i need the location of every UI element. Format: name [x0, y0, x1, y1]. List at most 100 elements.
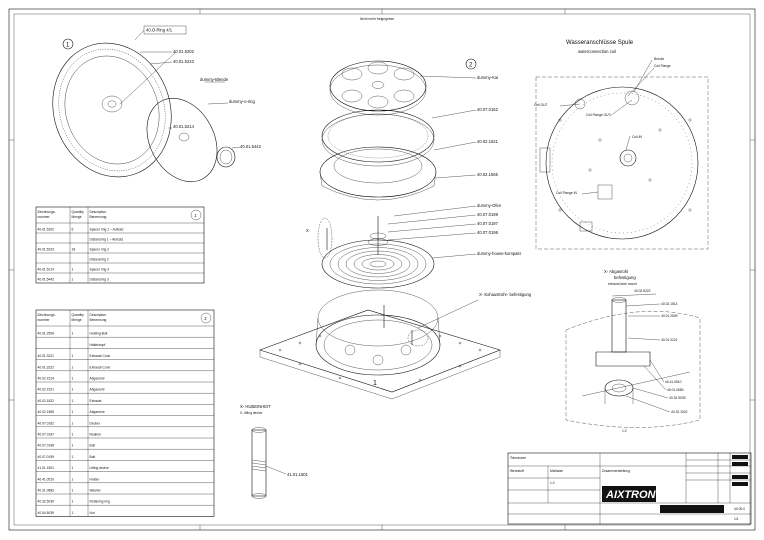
table2-row-2-cell-1: 1 [72, 354, 74, 358]
top-ring [321, 109, 435, 163]
lifting-title: X- HUBEINHEIT [240, 404, 271, 409]
table1-row-4-cell-1: 1 [72, 268, 74, 272]
table1-header-1: Quantity [72, 210, 85, 214]
table2-badge: 2 [204, 316, 207, 321]
detail-x-title-2: befestigung [614, 275, 636, 280]
view-1: 1 40.O-Ring 4/1 40.01.5202 40.01.5223 du… [52, 25, 262, 182]
table2-row-9-cell-1: 1 [72, 433, 74, 437]
table2-row-16-cell-2: Nut [90, 511, 95, 515]
parts-table-1: Zeichnungs-nummerQuantityMengeDescriptio… [35, 206, 205, 284]
table2-row-8-cell-1: 1 [72, 421, 74, 425]
detail-x-view: X- Abgasrohr befestigung exhaust tube mo… [565, 269, 701, 433]
v2-label-7: 40.07.0197 [477, 221, 499, 226]
table2-header-1: Menge [72, 318, 82, 322]
detail-x-label-6: 40.01.0683 [667, 388, 684, 392]
water-label-coil-flange-out: Coil Flange OUT [586, 113, 611, 117]
table1-row-0-cell-0: 40.01.5202 [38, 228, 55, 232]
v2-label-9: dummy-house-kompakt [477, 251, 522, 256]
small-ring [216, 146, 236, 168]
lifting-subtitle: X- lifting device [240, 411, 263, 415]
view-1-badge-circle [62, 38, 74, 50]
base-assembly [259, 289, 501, 400]
table1-badge: 1 [194, 213, 197, 218]
view-1-badge: 1 [66, 43, 70, 49]
table2-row-5-cell-0: 40.02.1521 [38, 388, 55, 392]
table2-row-0-cell-2: Holding-Bolt [90, 332, 108, 336]
tb-scale-label: Maßstab [550, 469, 563, 473]
table2-row-15-cell-1: 1 [72, 500, 74, 504]
lifter-ring-inner [64, 55, 160, 165]
parts-table-2: Zeichnungs-nummerQuantityMengeDescriptio… [35, 309, 215, 517]
detail-x-label-8: 40.32.1522 [671, 410, 688, 414]
table2-row-12-cell-1: 1 [72, 466, 74, 470]
table2-row-2-cell-2: Exhaust-Conn [90, 354, 111, 358]
table2-header-0: nummer [38, 318, 51, 322]
table2-row-5-cell-2: Abgasrohr [90, 388, 106, 392]
v2-label-2: 40.07.0162 [477, 107, 499, 112]
v1-label-3: dummy-Blende [200, 77, 229, 82]
table1-row-2-cell-1: 18 [72, 248, 76, 252]
view-2-badge-circle [465, 58, 477, 70]
table2-row-4-cell-0: 40.02.1514 [38, 377, 55, 381]
view-1-leaders [140, 51, 241, 149]
table2-row-2-cell-0: 40.01.3221 [38, 354, 55, 358]
detail-x-scale: 1:2 [622, 429, 627, 433]
table2-row-0-cell-1: 1 [72, 332, 74, 336]
wafer-pockets [341, 61, 415, 109]
table2-row-7-cell-1: 1 [72, 410, 74, 414]
table1-frame [35, 206, 205, 284]
ring-hub [101, 95, 123, 113]
table2-row-5-cell-1: 1 [72, 388, 74, 392]
table1-header-2: Description [90, 210, 107, 214]
table2-row-12-cell-0: 41.01.1501 [38, 466, 55, 470]
company-logo-box [602, 486, 656, 502]
table1-header-0: nummer [38, 215, 51, 219]
table2-row-15-cell-2: Retaining ring [90, 500, 111, 504]
table1-row-5-cell-2: Distanzring 3 [90, 278, 109, 282]
table2-header-0: Zeichnungs- [38, 313, 56, 317]
table1-row-5-cell-1: 1 [72, 278, 74, 282]
table2-header-2: Description [90, 313, 107, 317]
dummy-blende-disc [146, 98, 218, 182]
table2-row-6-cell-0: 40.02.1522 [38, 399, 55, 403]
view-2: 2 X [259, 58, 532, 400]
table2-row-4-cell-2: Abgasrohr [90, 377, 106, 381]
exhaust-label: X- Exhaustrohr- befestigung [479, 292, 532, 297]
table1-row-3-cell-2: Distanzring 2 [90, 258, 109, 262]
v1-label-2: 40.01.5223 [173, 59, 195, 64]
table2-row-4-cell-1: 1 [72, 377, 74, 381]
liner [319, 146, 437, 198]
table2-header-2: Benennung [90, 318, 107, 322]
table1-row-0-cell-1: 6 [72, 228, 74, 232]
tb-doc: Zusammenstellung [602, 469, 630, 473]
table2-row-14-cell-2: Washer [90, 489, 102, 493]
exhaust-tube [611, 299, 627, 353]
v1-label-5: 40.01.5214 [173, 124, 195, 129]
view-2-badge: 2 [469, 63, 473, 69]
tb-sheet: 1/1 [734, 517, 739, 521]
table1-row-5-cell-0: 40.01.5442 [38, 278, 55, 282]
table2-row-3-cell-1: 1 [72, 365, 74, 369]
table1-row-4-cell-0: 40.01.5214 [38, 268, 55, 272]
table1-header-2: Benennung [90, 215, 107, 219]
table2-row-1-cell-2: Halteknopf [90, 343, 106, 347]
table1-row-2-cell-0: 40.01.5223 [38, 248, 55, 252]
base-badge: 1 [373, 380, 377, 387]
table2-row-15-cell-0: 40.32.5039 [38, 500, 55, 504]
table1-row-4-cell-2: Spacer ring 3 [90, 268, 110, 272]
center-port [619, 149, 637, 167]
table2-row-11-cell-2: Bolt [90, 455, 96, 459]
lifting-spring [251, 459, 267, 472]
v1-label-4: dummy-o-ring [229, 99, 255, 104]
table2-row-7-cell-2: Abgasrohr [90, 410, 106, 414]
flange-plate [545, 86, 699, 240]
table2-row-8-cell-2: Deckel [90, 421, 100, 425]
table2-row-13-cell-2: Holder [90, 477, 101, 481]
view-2-leaders [387, 75, 479, 329]
table1-header-0: Zeichnungs- [38, 210, 56, 214]
detail-x-title: X- Abgasrohr [604, 269, 629, 274]
table2-badge-circle [200, 312, 212, 324]
tb-tolerance: Toleranzen [510, 456, 526, 460]
dummy-kai-plate [329, 60, 427, 112]
